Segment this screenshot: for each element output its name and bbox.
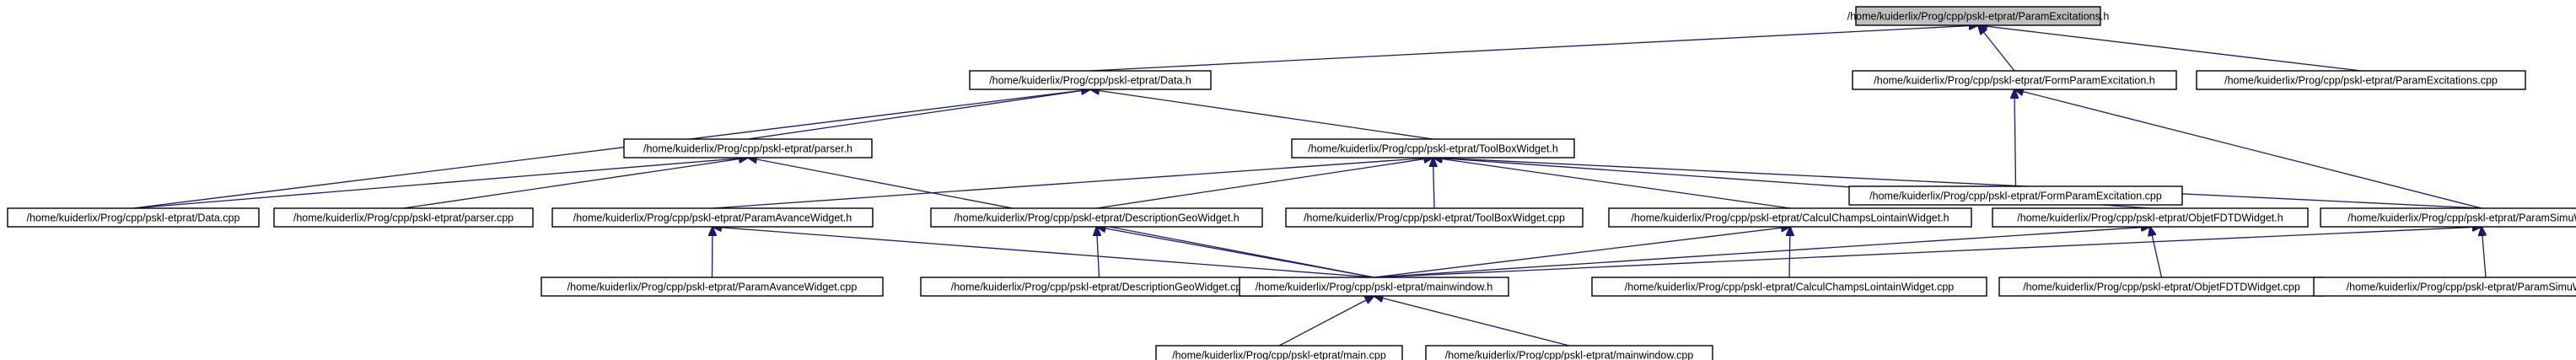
node-label: /home/kuiderlix/Prog/cpp/pskl-etprat/Dat…: [989, 75, 1191, 87]
node-box: [2196, 70, 2526, 90]
node-label: /home/kuiderlix/Prog/cpp/pskl-etprat/Obj…: [2017, 212, 2283, 224]
node-label: /home/kuiderlix/Prog/cpp/pskl-etprat/Too…: [1308, 143, 1558, 155]
node-box: [540, 277, 884, 297]
edge-calcul_champs_lointain_widget_cpp-to-calcul_champs_lointain_widget_h: [1789, 227, 1790, 278]
edge-data_cpp-to-parser_h: [132, 158, 748, 209]
edge-mainwindow_h-to-description_geo_widget_h: [1097, 227, 1374, 278]
edge-data_cpp-to-data_h: [132, 89, 1090, 209]
node-calcul-champs-lointain-widget-h[interactable]: /home/kuiderlix/Prog/cpp/pskl-etprat/Cal…: [1608, 207, 1972, 228]
node-box: [2313, 277, 2576, 297]
node-form-param-excitation-h[interactable]: /home/kuiderlix/Prog/cpp/pskl-etprat/For…: [1852, 70, 2177, 90]
node-mainwindow-h[interactable]: /home/kuiderlix/Prog/cpp/pskl-etprat/mai…: [1239, 277, 1509, 297]
node-label: /home/kuiderlix/Prog/cpp/pskl-etprat/Cal…: [1625, 282, 1955, 293]
node-label: /home/kuiderlix/Prog/cpp/pskl-etprat/mai…: [1445, 350, 1694, 360]
node-box: [930, 207, 1263, 228]
edge-calcul_champs_lointain_widget_h-to-toolbox_widget_h: [1433, 158, 1791, 209]
node-objet-fdtd-widget-cpp[interactable]: /home/kuiderlix/Prog/cpp/pskl-etprat/Obj…: [1998, 277, 2325, 297]
edge-main_cpp-to-mainwindow_h: [1278, 296, 1374, 347]
node-box: [1852, 70, 2177, 90]
node-box: [1425, 345, 1713, 360]
node-label: /home/kuiderlix/Prog/cpp/pskl-etprat/Cal…: [1631, 212, 1949, 224]
edge-mainwindow_h-to-objet_fdtd_widget_h: [1374, 227, 2151, 278]
node-box: [1291, 138, 1575, 159]
node-toolbox-widget-h[interactable]: /home/kuiderlix/Prog/cpp/pskl-etprat/Too…: [1291, 138, 1575, 159]
node-box: [1855, 6, 2101, 26]
node-box: [1848, 185, 2183, 206]
node-objet-fdtd-widget-h[interactable]: /home/kuiderlix/Prog/cpp/pskl-etprat/Obj…: [1992, 207, 2309, 228]
edge-data_h-to-param_excitations_h: [1089, 25, 1978, 72]
edge-form_param_excitation_h-to-param_excitations_h: [1978, 25, 2015, 72]
edge-param_avance_widget_h-to-toolbox_widget_h: [712, 158, 1433, 209]
node-label: /home/kuiderlix/Prog/cpp/pskl-etprat/Par…: [1847, 11, 2110, 23]
node-box: [969, 70, 1212, 90]
node-toolbox-widget-cpp[interactable]: /home/kuiderlix/Prog/cpp/pskl-etprat/Too…: [1285, 207, 1584, 228]
node-label: /home/kuiderlix/Prog/cpp/pskl-etprat/Par…: [567, 282, 858, 293]
edge-toolbox_widget_cpp-to-toolbox_widget_h: [1433, 158, 1435, 209]
node-main-cpp[interactable]: /home/kuiderlix/Prog/cpp/pskl-etprat/mai…: [1155, 345, 1403, 360]
node-label: /home/kuiderlix/Prog/cpp/pskl-etprat/Dat…: [27, 212, 240, 224]
node-box: [1285, 207, 1584, 228]
node-label: /home/kuiderlix/Prog/cpp/pskl-etprat/Des…: [951, 282, 1248, 293]
node-label: /home/kuiderlix/Prog/cpp/pskl-etprat/For…: [1869, 191, 2162, 202]
node-data-h[interactable]: /home/kuiderlix/Prog/cpp/pskl-etprat/Dat…: [969, 70, 1212, 90]
node-label: /home/kuiderlix/Prog/cpp/pskl-etprat/mai…: [1256, 282, 1492, 293]
node-label: /home/kuiderlix/Prog/cpp/pskl-etprat/Obj…: [2023, 282, 2300, 293]
edge-toolbox_widget_h-to-data_h: [1090, 89, 1433, 140]
edge-param_simu_widget_h-to-toolbox_widget_h: [1433, 158, 2482, 209]
node-description-geo-widget-cpp[interactable]: /home/kuiderlix/Prog/cpp/pskl-etprat/Des…: [920, 277, 1278, 297]
edge-parser_h-to-data_h: [747, 89, 1090, 140]
edge-mainwindow_h-to-calcul_champs_lointain_widget_h: [1374, 227, 1791, 278]
node-label: /home/kuiderlix/Prog/cpp/pskl-etprat/par…: [293, 212, 514, 224]
edge-mainwindow_h-to-param_simu_widget_h: [1374, 227, 2482, 278]
edge-mainwindow_h-to-param_avance_widget_h: [713, 227, 1374, 278]
node-box: [551, 207, 874, 228]
node-data-cpp[interactable]: /home/kuiderlix/Prog/cpp/pskl-etprat/Dat…: [7, 207, 260, 228]
node-box: [623, 138, 873, 159]
node-param-avance-widget-h[interactable]: /home/kuiderlix/Prog/cpp/pskl-etprat/Par…: [551, 207, 874, 228]
node-box: [273, 207, 534, 228]
edge-description_geo_widget_h-to-toolbox_widget_h: [1096, 158, 1433, 209]
node-param-simu-widget-cpp[interactable]: /home/kuiderlix/Prog/cpp/pskl-etprat/Par…: [2313, 277, 2576, 297]
edge-param_simu_widget_h-to-form_param_excitation_h: [2014, 89, 2482, 209]
edge-param_excitations_cpp-to-param_excitations_h: [1978, 25, 2362, 72]
node-param-excitations-cpp[interactable]: /home/kuiderlix/Prog/cpp/pskl-etprat/Par…: [2196, 70, 2526, 90]
edge-parser_cpp-to-parser_h: [403, 158, 749, 209]
node-box: [7, 207, 260, 228]
edge-description_geo_widget_cpp-to-description_geo_widget_h: [1097, 227, 1100, 278]
node-box: [1155, 345, 1403, 360]
node-box: [1239, 277, 1509, 297]
node-label: /home/kuiderlix/Prog/cpp/pskl-etprat/Par…: [2224, 75, 2498, 87]
node-label: /home/kuiderlix/Prog/cpp/pskl-etprat/Par…: [2347, 282, 2576, 293]
edge-mainwindow_cpp-to-mainwindow_h: [1374, 296, 1570, 347]
node-label: /home/kuiderlix/Prog/cpp/pskl-etprat/Par…: [573, 212, 852, 224]
node-label: /home/kuiderlix/Prog/cpp/pskl-etprat/For…: [1874, 75, 2155, 87]
node-mainwindow-cpp[interactable]: /home/kuiderlix/Prog/cpp/pskl-etprat/mai…: [1425, 345, 1713, 360]
edge-objet_fdtd_widget_cpp-to-objet_fdtd_widget_h: [2150, 227, 2163, 278]
node-param-simu-widget-h[interactable]: /home/kuiderlix/Prog/cpp/pskl-etprat/Par…: [2320, 207, 2576, 228]
node-label: /home/kuiderlix/Prog/cpp/pskl-etprat/Too…: [1304, 212, 1565, 224]
node-box: [1992, 207, 2309, 228]
node-description-geo-widget-h[interactable]: /home/kuiderlix/Prog/cpp/pskl-etprat/Des…: [930, 207, 1263, 228]
node-box: [1608, 207, 1972, 228]
node-label: /home/kuiderlix/Prog/cpp/pskl-etprat/Des…: [954, 212, 1239, 224]
node-label: /home/kuiderlix/Prog/cpp/pskl-etprat/Par…: [2347, 212, 2576, 224]
node-calcul-champs-lointain-widget-cpp[interactable]: /home/kuiderlix/Prog/cpp/pskl-etprat/Cal…: [1591, 277, 1987, 297]
node-label: /home/kuiderlix/Prog/cpp/pskl-etprat/par…: [643, 143, 852, 155]
node-param-excitations-h[interactable]: /home/kuiderlix/Prog/cpp/pskl-etprat/Par…: [1847, 6, 2110, 26]
node-parser-cpp[interactable]: /home/kuiderlix/Prog/cpp/pskl-etprat/par…: [273, 207, 534, 228]
node-param-avance-widget-cpp[interactable]: /home/kuiderlix/Prog/cpp/pskl-etprat/Par…: [540, 277, 884, 297]
edge-form_param_excitation_cpp-to-form_param_excitation_h: [2014, 89, 2016, 187]
node-parser-h[interactable]: /home/kuiderlix/Prog/cpp/pskl-etprat/par…: [623, 138, 873, 159]
node-label: /home/kuiderlix/Prog/cpp/pskl-etprat/mai…: [1172, 350, 1386, 360]
node-box: [1591, 277, 1987, 297]
edge-param_simu_widget_cpp-to-param_simu_widget_h: [2482, 227, 2486, 278]
node-box: [2320, 207, 2576, 228]
node-form-param-excitation-cpp[interactable]: /home/kuiderlix/Prog/cpp/pskl-etprat/For…: [1848, 185, 2183, 206]
